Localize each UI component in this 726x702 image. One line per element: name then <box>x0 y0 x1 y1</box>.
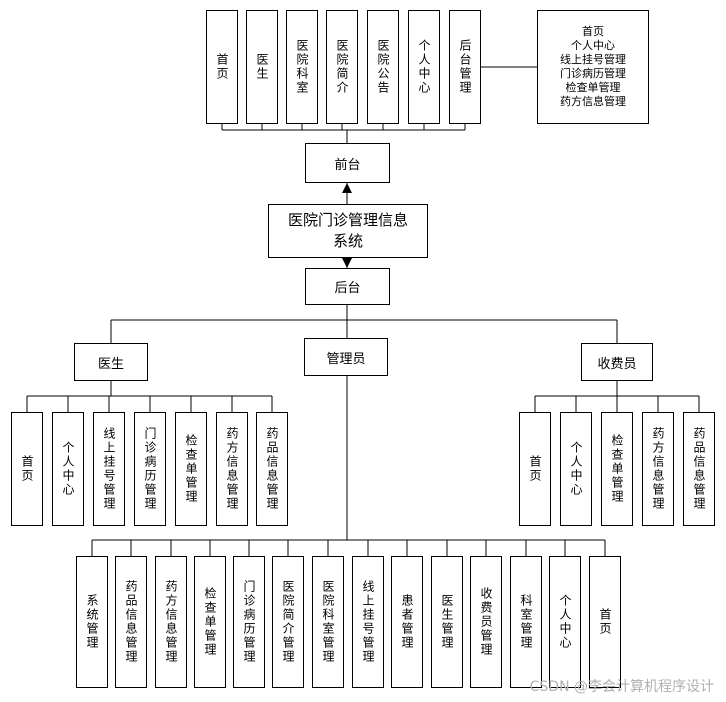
watermark: CSDN @李会计算机程序设计 <box>529 679 714 695</box>
front-node-personal: 个人中心 <box>408 10 440 124</box>
doctor-node-records: 门诊病历管理 <box>134 412 166 526</box>
doctor-node-prescription: 药方信息管理 <box>216 412 248 526</box>
cashier-node-prescription: 药方信息管理 <box>642 412 674 526</box>
cashier-node-home: 首页 <box>519 412 551 526</box>
back-node: 后台 <box>305 268 390 305</box>
front-node-intro: 医院简介 <box>326 10 358 124</box>
admin-node-personal: 个人中心 <box>549 556 581 688</box>
role-admin: 管理员 <box>304 338 388 376</box>
doctor-node-registration: 线上挂号管理 <box>93 412 125 526</box>
doctor-node-personal: 个人中心 <box>52 412 84 526</box>
backend-list-item: 个人中心 <box>571 39 615 52</box>
backend-list-item: 线上挂号管理 <box>560 53 626 66</box>
backend-feature-list: 首页 个人中心 线上挂号管理 门诊病历管理 检查单管理 药方信息管理 <box>537 10 649 124</box>
arrow-up-icon <box>342 183 352 193</box>
front-node-backend: 后台管理 <box>449 10 481 124</box>
doctor-node-medicine: 药品信息管理 <box>256 412 288 526</box>
role-doctor: 医生 <box>74 343 148 381</box>
admin-node-department: 医院科室管理 <box>312 556 344 688</box>
backend-list-item: 门诊病历管理 <box>560 67 626 80</box>
root-node: 医院门诊管理信息 系统 <box>268 204 428 258</box>
admin-node-sections: 科室管理 <box>510 556 542 688</box>
admin-node-records: 门诊病历管理 <box>233 556 265 688</box>
admin-node-registration: 线上挂号管理 <box>352 556 384 688</box>
doctor-node-home: 首页 <box>11 412 43 526</box>
admin-node-home: 首页 <box>589 556 621 688</box>
admin-node-intro: 医院简介管理 <box>272 556 304 688</box>
arrow-down-icon <box>342 258 352 268</box>
backend-list-item: 药方信息管理 <box>560 95 626 108</box>
doctor-node-exam: 检查单管理 <box>175 412 207 526</box>
cashier-node-medicine: 药品信息管理 <box>683 412 715 526</box>
admin-node-patients: 患者管理 <box>391 556 423 688</box>
admin-node-doctors: 医生管理 <box>431 556 463 688</box>
cashier-node-exam: 检查单管理 <box>601 412 633 526</box>
front-node: 前台 <box>305 143 390 183</box>
front-node-home: 首页 <box>206 10 238 124</box>
admin-node-system: 系统管理 <box>76 556 108 688</box>
admin-node-medicine: 药品信息管理 <box>115 556 147 688</box>
role-cashier: 收费员 <box>581 343 653 381</box>
backend-list-item: 首页 <box>582 25 604 38</box>
cashier-node-personal: 个人中心 <box>560 412 592 526</box>
backend-list-item: 检查单管理 <box>565 81 621 94</box>
front-node-doctor: 医生 <box>246 10 278 124</box>
admin-node-exam: 检查单管理 <box>194 556 226 688</box>
admin-node-cashiers: 收费员管理 <box>470 556 502 688</box>
admin-node-prescription: 药方信息管理 <box>155 556 187 688</box>
front-node-department: 医院科室 <box>286 10 318 124</box>
front-node-notice: 医院公告 <box>367 10 399 124</box>
